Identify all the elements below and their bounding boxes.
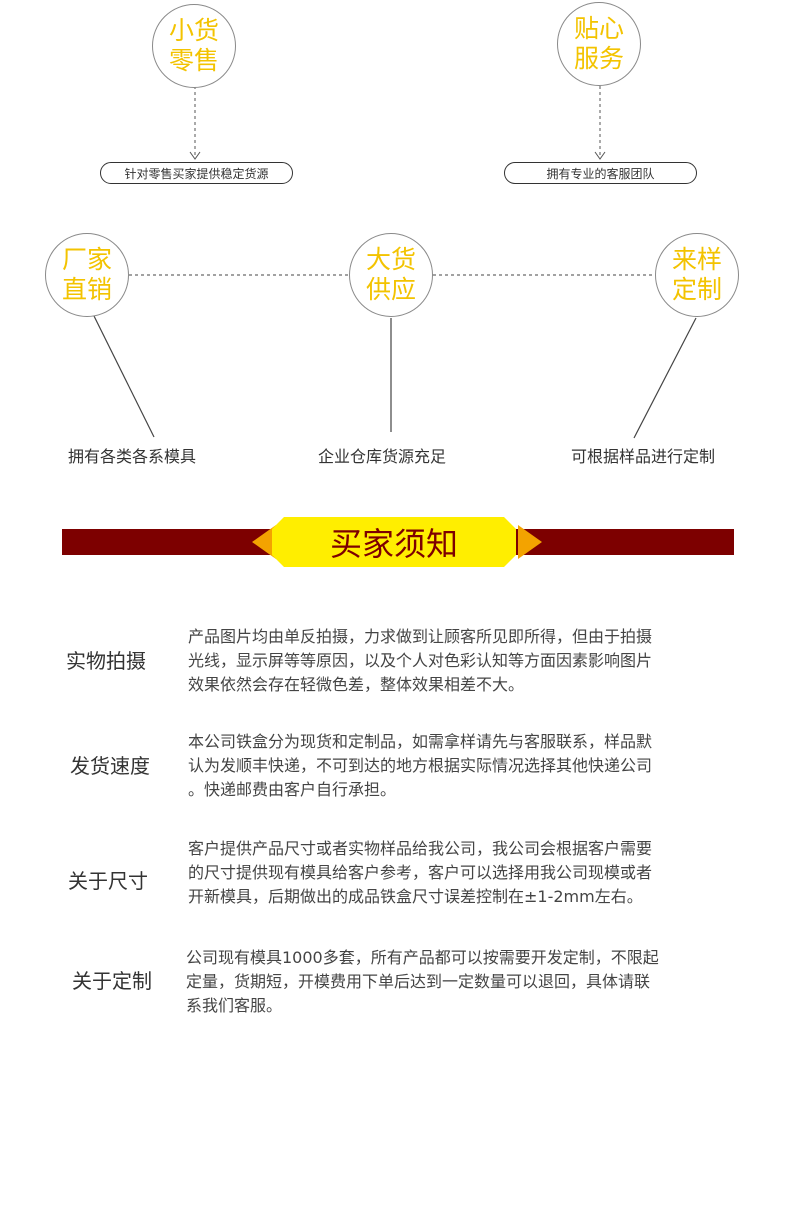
notice-title: 关于定制 [72, 969, 152, 993]
notice-line: 光线，显示屏等等原因，以及个人对色彩认知等方面因素影响图片 [188, 651, 653, 670]
retail-circle: 小货 零售 [152, 4, 236, 88]
notice-title: 关于尺寸 [68, 869, 148, 893]
notice-line: 客户提供产品尺寸或者实物样品给我公司，我公司会根据客户需要 [188, 839, 653, 858]
connector-lines [93, 86, 697, 439]
retail-circle-line1: 小货 [168, 16, 219, 45]
bulk-supply-line1: 大货 [365, 245, 416, 274]
bulk-supply-caption: 企业仓库货源充足 [318, 447, 447, 466]
retail-circle-line2: 零售 [168, 46, 219, 75]
notice-body: 产品图片均由单反拍摄，力求做到让顾客所见即所得，但由于拍摄 光线，显示屏等等原因… [188, 625, 728, 697]
factory-direct-line2: 直销 [61, 275, 112, 304]
notice-body: 公司现有模具1000多套，所有产品都可以按需要开发定制，不限起 定量，货期短，开… [186, 946, 726, 1018]
notice-line: 的尺寸提供现有模具给客户参考，客户可以选择用我公司现模或者 [188, 863, 653, 882]
notice-body: 客户提供产品尺寸或者实物样品给我公司，我公司会根据客户需要 的尺寸提供现有模具给… [188, 837, 728, 909]
retail-pill: 针对零售买家提供稳定货源 [100, 162, 293, 184]
bulk-supply-circle: 大货 供应 [349, 233, 433, 317]
banner-title-text: 买家须知 [329, 525, 458, 563]
retail-pill-label: 针对零售买家提供稳定货源 [124, 166, 269, 181]
notice-title: 发货速度 [70, 754, 150, 778]
custom-sample-line1: 来样 [671, 245, 722, 274]
notice-line: 系我们客服。 [186, 996, 283, 1015]
notice-line: 开新模具，后期做出的成品铁盒尺寸误差控制在±1-2mm左右。 [188, 887, 643, 906]
factory-direct-caption: 拥有各类各系模具 [68, 447, 197, 466]
notice-line: 效果依然会存在轻微色差，整体效果相差不大。 [188, 675, 525, 694]
notice-body: 本公司铁盒分为现货和定制品，如需拿样请先与客服联系，样品默 认为发顺丰快递，不可… [188, 730, 728, 802]
custom-sample-line2: 定制 [671, 275, 722, 304]
banner-title: 买家须知 [272, 517, 516, 567]
factory-direct-circle: 厂家 直销 [45, 233, 129, 317]
notice-line: 定量，货期短，开模费用下单后达到一定数量可以退回，具体请联 [186, 972, 651, 991]
service-circle-line1: 贴心 [573, 14, 624, 43]
notice-line: 公司现有模具1000多套，所有产品都可以按需要开发定制，不限起 [186, 948, 659, 967]
service-circle: 贴心 服务 [557, 2, 641, 86]
factory-direct-line1: 厂家 [61, 245, 112, 274]
notice-line: 本公司铁盒分为现货和定制品，如需拿样请先与客服联系，样品默 [188, 732, 653, 751]
notice-title: 实物拍摄 [66, 649, 146, 673]
banner-wings [252, 525, 542, 559]
notice-line: 产品图片均由单反拍摄，力求做到让顾客所见即所得，但由于拍摄 [188, 627, 653, 646]
bulk-supply-line2: 供应 [365, 275, 416, 304]
custom-sample-circle: 来样 定制 [655, 233, 739, 317]
notice-line: 。快递邮费由客户自行承担。 [188, 780, 397, 799]
service-pill: 拥有专业的客服团队 [504, 162, 697, 184]
notice-line: 认为发顺丰快递，不可到达的地方根据实际情况选择其他快递公司 [188, 756, 653, 775]
service-circle-line2: 服务 [573, 44, 624, 73]
service-pill-label: 拥有专业的客服团队 [546, 166, 655, 181]
custom-sample-caption: 可根据样品进行定制 [571, 447, 716, 466]
